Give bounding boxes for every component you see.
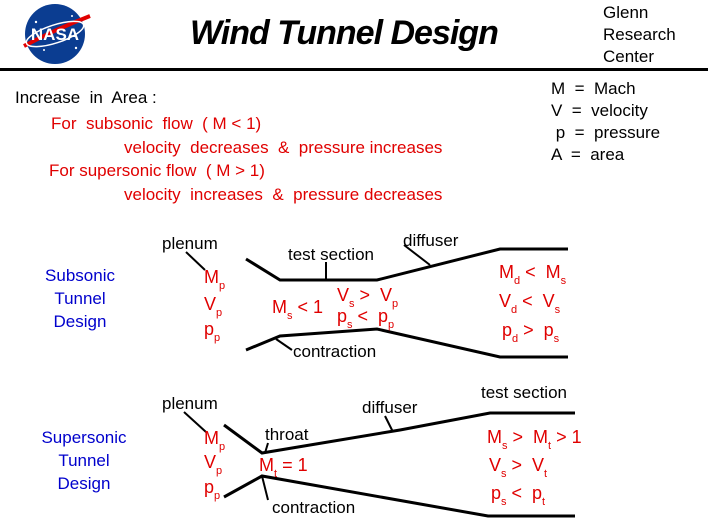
subsonic-test-section-label: test section — [288, 245, 374, 264]
subsonic-inlet-pressure: pp — [204, 319, 221, 344]
subsonic-test-mach: Ms < 1 — [272, 297, 324, 322]
supersonic-out-velocity: Vs > Vt — [489, 455, 548, 480]
header-divider — [0, 68, 708, 71]
subsonic-plenum-label: plenum — [162, 234, 218, 253]
logo-text: NASA — [31, 25, 79, 44]
center-line: Center — [603, 47, 655, 66]
supersonic-contraction-label: contraction — [272, 498, 356, 517]
supersonic-test-section-label: test section — [481, 383, 567, 402]
side-line: Design — [57, 474, 111, 493]
subsonic-side-label: Subsonic Tunnel Design — [40, 264, 120, 333]
supersonic-inlet-mach: Mp — [204, 428, 226, 453]
diffuser-pointer — [384, 415, 394, 433]
subsonic-contraction-label: contraction — [293, 342, 377, 361]
subsonic-lower-wall — [245, 327, 568, 359]
legend-item: A = area — [551, 145, 625, 164]
subsonic-upper-wall — [245, 247, 568, 282]
legend-item: M = Mach — [551, 79, 636, 98]
supersonic-inlet-velocity: Vp — [204, 452, 223, 477]
subsonic-test-velocity: Vs > Vp — [337, 285, 399, 310]
supersonic-throat-label: throat — [265, 425, 309, 444]
legend: M = Mach V = velocity p = pressure A = a… — [551, 78, 660, 166]
center-line: Glenn — [603, 3, 649, 22]
plenum-pointer — [183, 411, 207, 433]
supersonic-rule-effect: velocity increases & pressure decreases — [124, 185, 443, 204]
plenum-pointer — [185, 251, 206, 271]
center-name: Glenn Research Center — [603, 2, 676, 68]
diffuser-pointer — [403, 244, 431, 266]
side-line: Tunnel — [58, 451, 110, 470]
subsonic-rule-effect: velocity decreases & pressure increases — [124, 138, 443, 157]
contraction-pointer — [261, 475, 269, 501]
side-line: Subsonic — [45, 266, 115, 285]
nasa-logo: NASA — [14, 2, 96, 66]
legend-item: p = pressure — [551, 123, 661, 142]
side-line: Tunnel — [54, 289, 106, 308]
supersonic-plenum-label: plenum — [162, 394, 218, 413]
subsonic-out-mach: Md < Ms — [499, 262, 567, 287]
subsonic-diffuser-label: diffuser — [403, 231, 459, 250]
supersonic-diffuser-label: diffuser — [362, 398, 418, 417]
side-line: Supersonic — [41, 428, 127, 447]
subsonic-inlet-velocity: Vp — [204, 294, 223, 319]
legend-item: V = velocity — [551, 101, 648, 120]
center-line: Research — [603, 25, 676, 44]
supersonic-rule-label: For supersonic flow ( M > 1) — [49, 161, 265, 180]
supersonic-inlet-pressure: pp — [204, 477, 221, 502]
subsonic-test-pressure: ps < pp — [337, 306, 395, 331]
supersonic-throat-mach: Mt = 1 — [259, 455, 308, 480]
contraction-pointer — [275, 338, 293, 351]
page-title: Wind Tunnel Design — [190, 14, 499, 52]
supersonic-out-mach: Ms > Mt > 1 — [487, 427, 582, 452]
subsonic-out-pressure: pd > ps — [502, 320, 560, 345]
nasa-meatball-icon: NASA — [23, 4, 91, 64]
subsonic-out-velocity: Vd < Vs — [499, 291, 561, 316]
supersonic-out-pressure: ps < pt — [491, 483, 546, 508]
subsonic-inlet-mach: Mp — [204, 267, 226, 292]
supersonic-upper-wall — [223, 411, 575, 455]
side-line: Design — [53, 312, 107, 331]
supersonic-side-label: Supersonic Tunnel Design — [36, 426, 132, 495]
supersonic-lower-wall — [223, 474, 575, 518]
intro-heading: Increase in Area : — [15, 88, 157, 107]
subsonic-rule-label: For subsonic flow ( M < 1) — [51, 114, 262, 133]
throat-pointer — [264, 442, 269, 454]
